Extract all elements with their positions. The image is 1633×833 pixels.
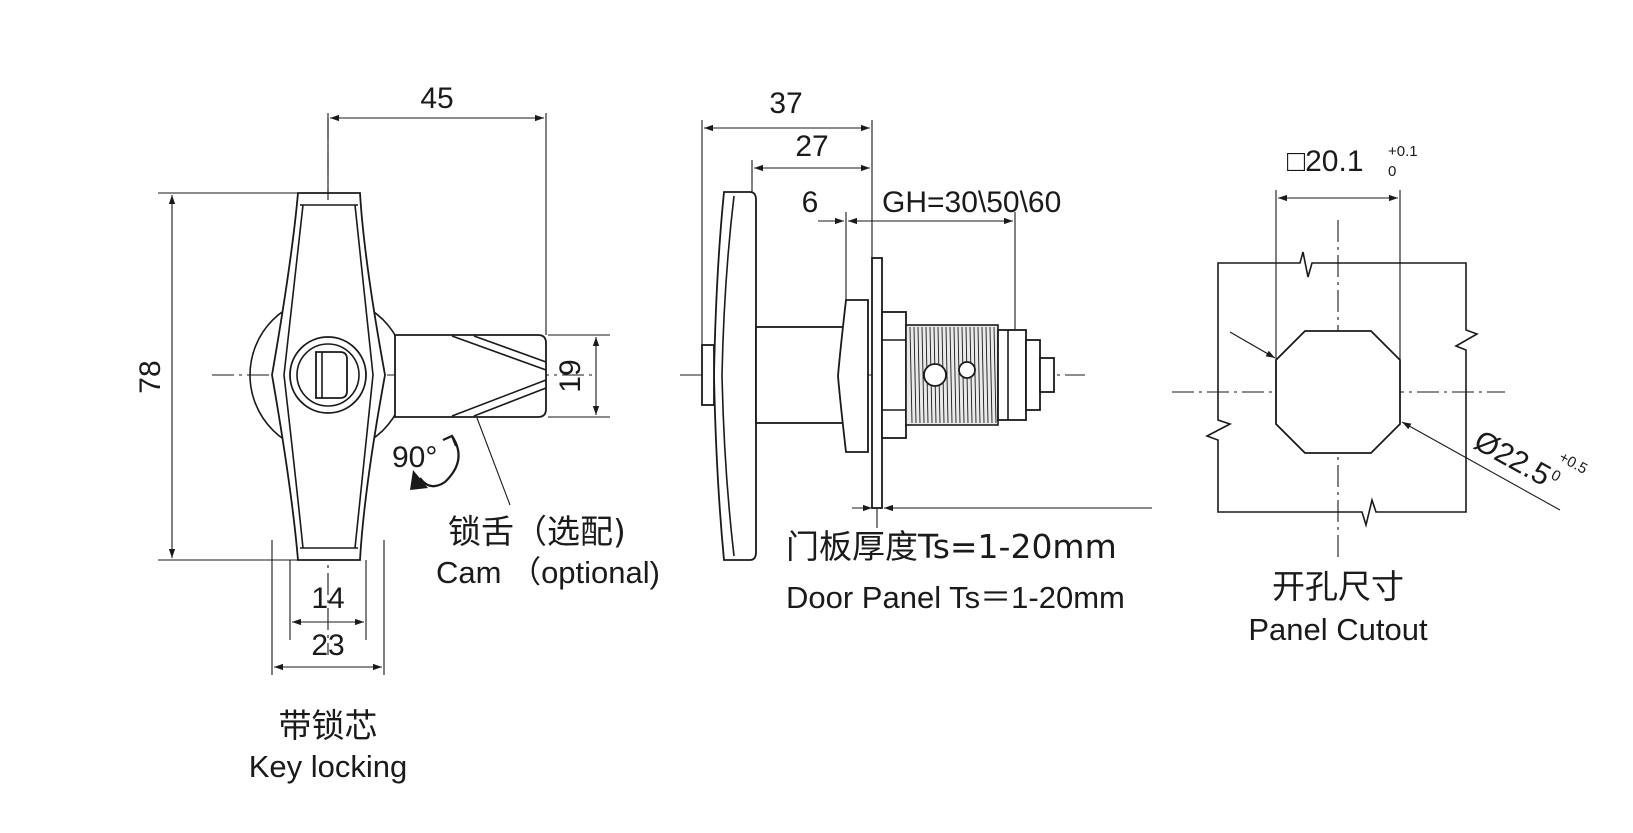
key-locking-label-en: Key locking <box>249 749 408 784</box>
dim-grip-gh: GH=30\50\60 <box>882 186 1061 219</box>
dim-square-20-1: □20.1 <box>1287 145 1364 178</box>
cutout-label-cn: 开孔尺寸 <box>1272 567 1404 606</box>
dim-diameter-22-5: Ø22.5 <box>1469 424 1556 492</box>
rotation-label: 90° <box>392 441 437 474</box>
thread-line <box>981 326 985 424</box>
thread-line <box>917 326 921 424</box>
side-view: 37 27 6 GH=30\50\60 门板厚度Ts=1-20mm Door P… <box>680 87 1152 615</box>
dim-square-tol-upper: +0.1 <box>1388 143 1418 160</box>
cutout-label-en: Panel Cutout <box>1248 612 1428 647</box>
dim-core-14: 14 <box>311 582 344 615</box>
dim-core-23: 23 <box>311 629 344 662</box>
dim-width-45: 45 <box>420 82 453 115</box>
rotation-arrow-icon <box>410 434 460 490</box>
thread-line <box>953 326 957 424</box>
thread-line <box>985 326 989 424</box>
panel-cutout-view: □20.1 +0.1 0 Ø22.5 +0.5 0 开孔尺寸 Panel Cut… <box>1172 143 1590 647</box>
dim-square-tol-lower: 0 <box>1388 163 1396 180</box>
cam-label-en: Cam （optional) <box>436 555 660 590</box>
thread-line <box>913 326 917 424</box>
key-locking-label-cn: 带锁芯 <box>279 706 378 745</box>
door-panel-label-cn: 门板厚度Ts=1-20mm <box>786 527 1117 566</box>
thread-line <box>949 326 953 424</box>
dim-height-78: 78 <box>134 360 167 393</box>
dim-flange-6: 6 <box>802 186 819 219</box>
thread-line <box>945 326 949 424</box>
thread-line <box>957 326 961 424</box>
door-panel-label-en: Door Panel Ts＝1-20mm <box>786 580 1125 615</box>
thread-line <box>993 326 997 424</box>
cam-label-cn: 锁舌（选配) <box>448 512 626 551</box>
key-locking-front-view: 45 78 19 14 23 90° 锁舌（选配) Cam （optional)… <box>134 82 660 784</box>
thread-line <box>909 326 913 424</box>
key-cylinder <box>289 336 367 414</box>
thread-line <box>989 326 993 424</box>
thread-line <box>921 326 925 424</box>
thread-line <box>977 326 981 424</box>
thread-line <box>973 326 977 424</box>
dim-cam-19: 19 <box>554 359 587 392</box>
cam <box>394 334 547 418</box>
thread-pattern <box>909 326 997 424</box>
dim-body-27: 27 <box>795 130 828 163</box>
dim-overall-37: 37 <box>769 87 802 120</box>
